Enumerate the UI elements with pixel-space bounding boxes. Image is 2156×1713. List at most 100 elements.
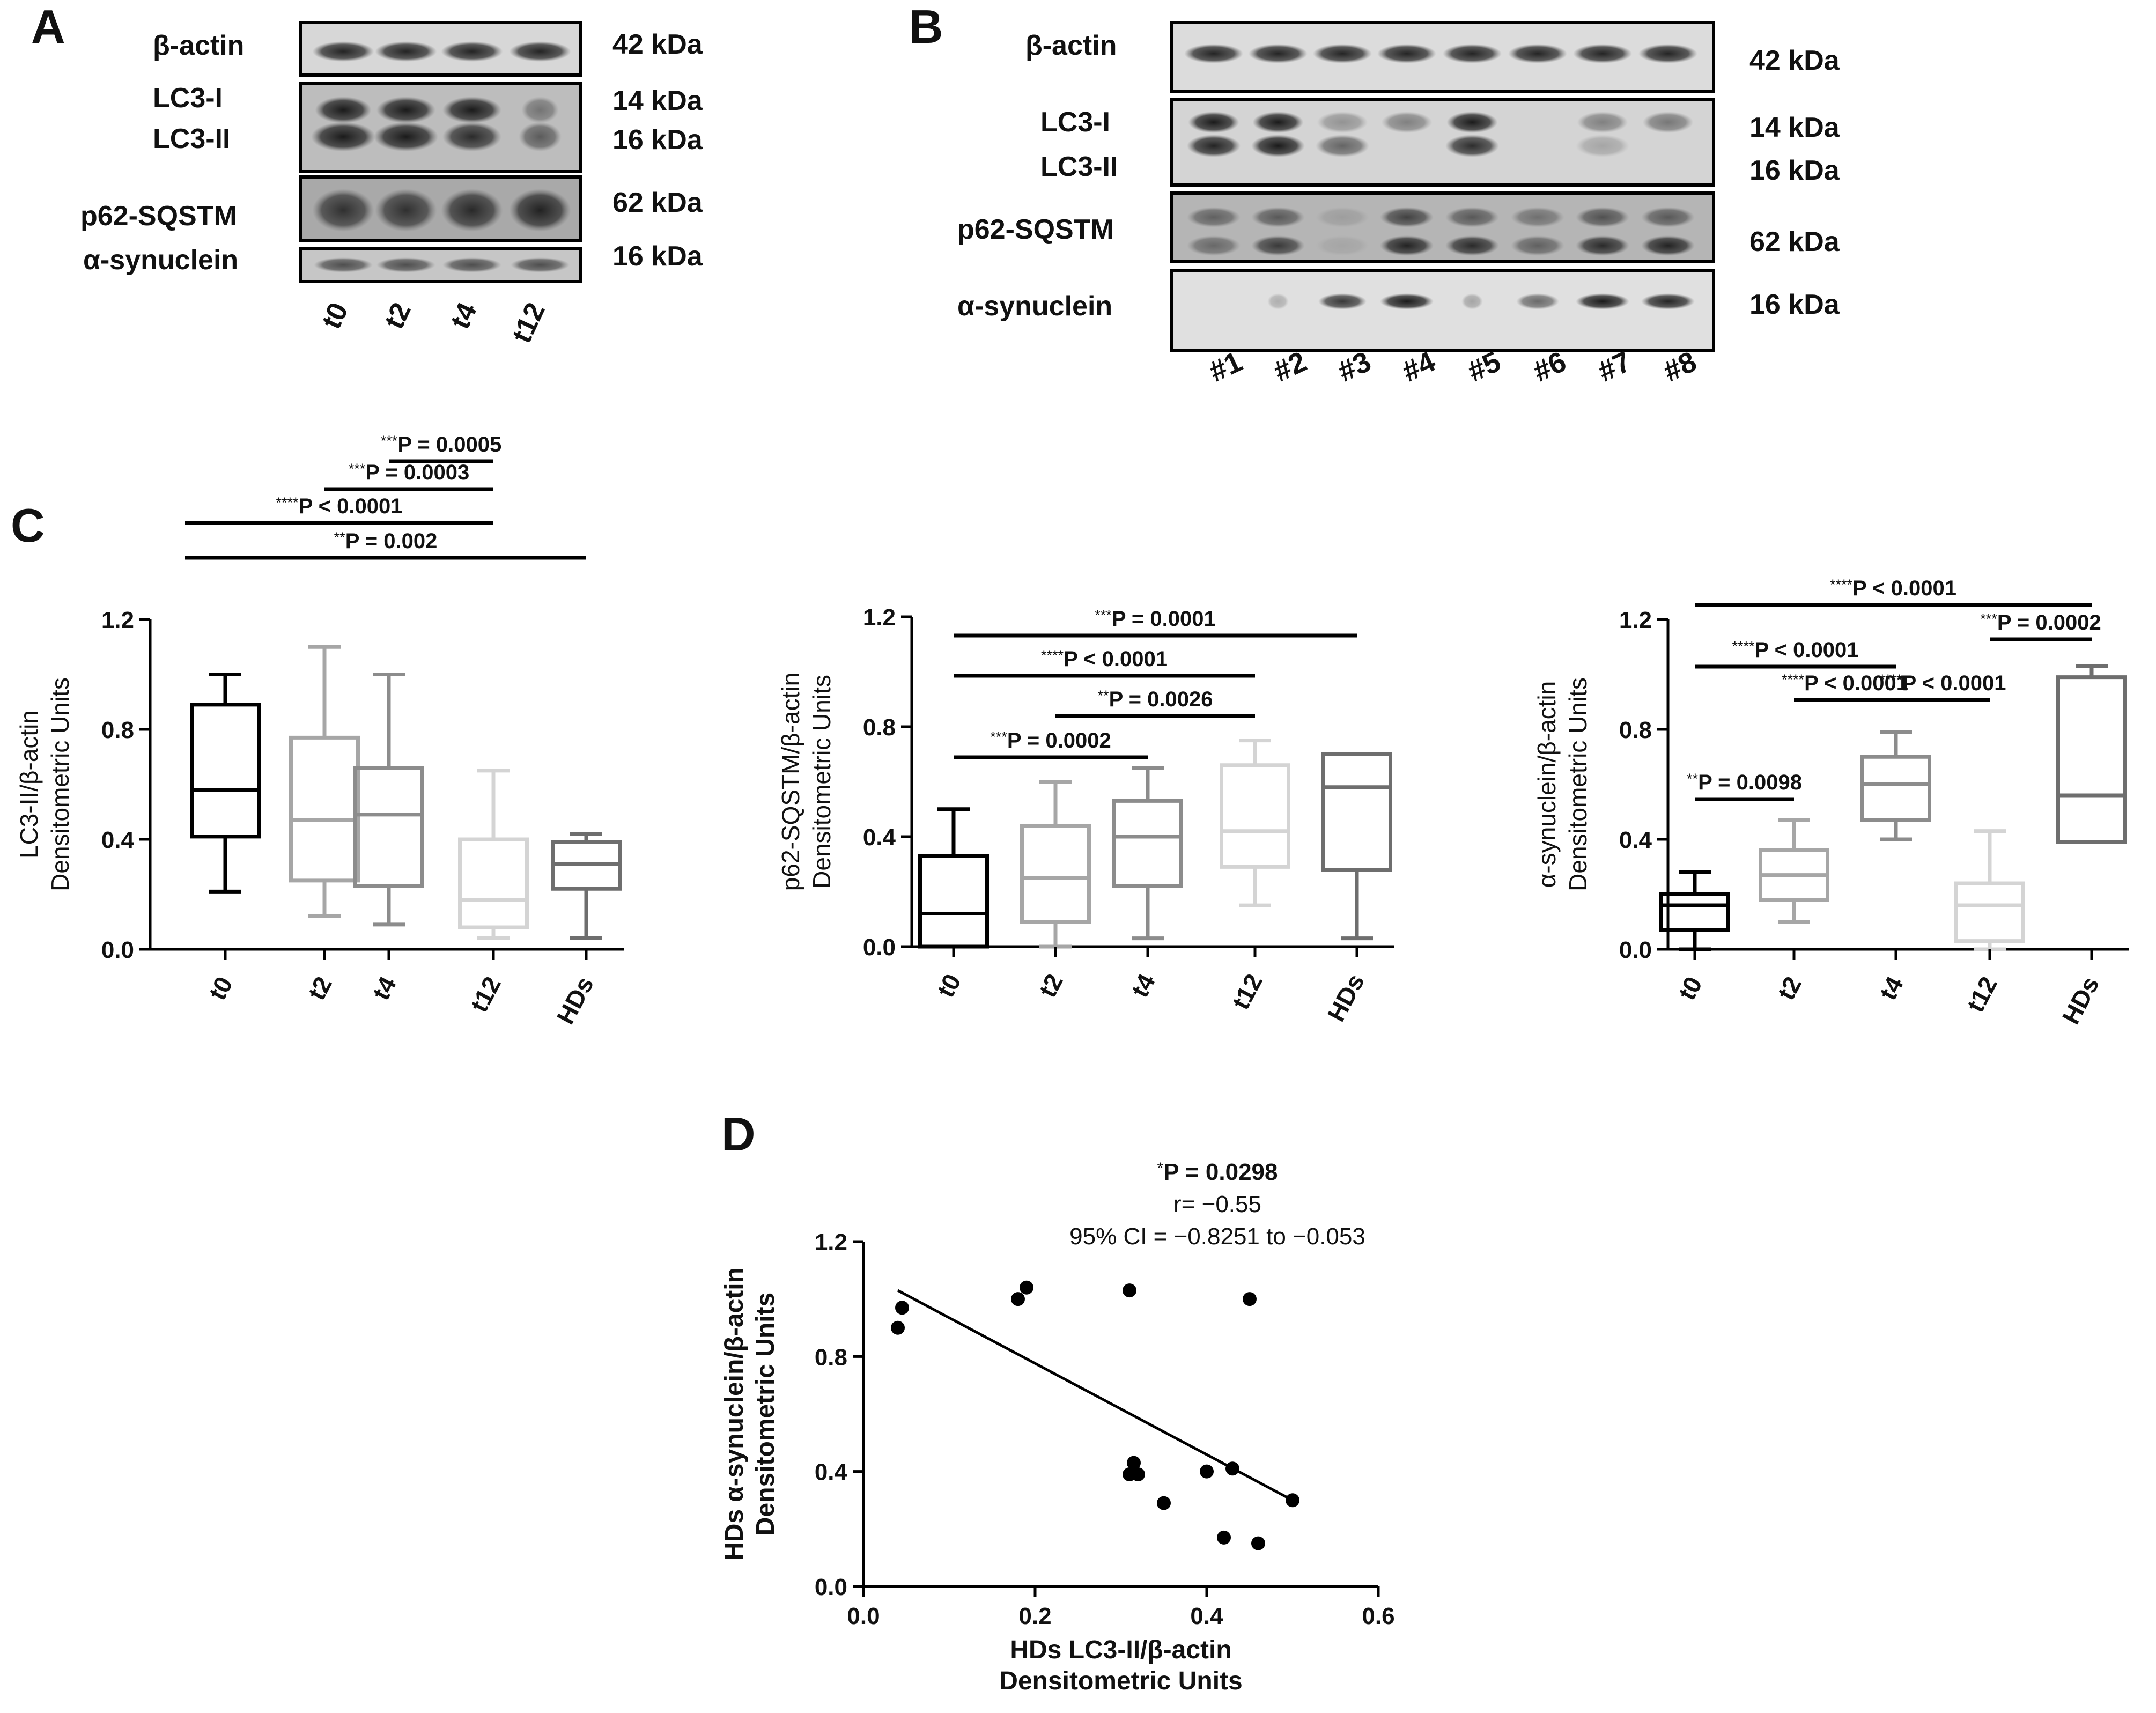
panel-b-band-lc3i: [1381, 112, 1433, 133]
panel-b-letter: B: [909, 0, 943, 53]
y-tick-label: 0.8: [863, 714, 896, 741]
x-tick-label: t0: [203, 972, 238, 1005]
x-tick-label: t12: [465, 972, 506, 1016]
y-axis-label: Densitometric Units: [1564, 677, 1592, 891]
panel-c-letter: C: [11, 499, 45, 552]
panel-a-band-lc3ii: [519, 122, 562, 152]
box-iqr: [1321, 752, 1392, 872]
box-t4: [353, 673, 424, 927]
panel-b-band-p62-upper: [1251, 207, 1305, 227]
significance-label: ***P = 0.0002: [990, 729, 1111, 752]
data-point: [895, 1301, 909, 1315]
y-tick-label: 0.8: [1619, 717, 1652, 743]
box-iqr: [353, 766, 424, 888]
y-axis-label: Densitometric Units: [808, 675, 836, 889]
x-tick-label: t12: [1227, 969, 1268, 1014]
data-point: [1217, 1530, 1231, 1545]
panel-a-protein-label: LC3-II: [153, 123, 230, 154]
y-tick-label: 0.4: [815, 1459, 848, 1486]
significance-label: ****P < 0.0001: [1782, 671, 1908, 695]
significance-label: ****P < 0.0001: [1732, 638, 1859, 662]
data-point: [1127, 1456, 1141, 1470]
data-point: [1157, 1496, 1171, 1510]
y-tick-label: 0.4: [863, 824, 896, 851]
box-iqr: [1220, 763, 1290, 869]
panel-a-band-lc3i: [376, 97, 435, 123]
significance-label: ***P = 0.0001: [1095, 607, 1215, 631]
panel-b-band-p62-upper: [1445, 207, 1499, 227]
panel-a-protein-label: β-actin: [153, 30, 244, 61]
panel-a-band-asyn: [511, 257, 570, 272]
x-tick-label: t2: [1033, 969, 1068, 1002]
y-tick-label: 0.0: [1619, 937, 1652, 963]
box-t2: [1020, 780, 1091, 949]
x-tick-label: HDs: [551, 972, 599, 1029]
significance-label: ***P = 0.0003: [349, 461, 469, 484]
box-iqr: [458, 837, 529, 929]
panel-b-protein-label: p62-SQSTM: [957, 214, 1114, 245]
y-tick-label: 1.2: [1619, 607, 1652, 633]
panel-b-band-asyn: [1641, 293, 1695, 309]
panel-b-band-asyn: [1516, 293, 1559, 309]
y-axis-label: LC3-II/β-actin: [15, 710, 43, 859]
panel-a-kda-label: 42 kDa: [612, 29, 703, 60]
x-tick-label: t0: [1673, 972, 1708, 1005]
panel-a-band-p62: [441, 189, 503, 232]
panel-b-band-asyn: [1461, 293, 1483, 309]
data-point: [1225, 1461, 1239, 1476]
panel-a-band-actin: [375, 41, 437, 62]
box-t4: [1112, 766, 1183, 941]
panel-b-band-p62-upper: [1187, 207, 1241, 227]
significance-label: ****P < 0.0001: [1830, 577, 1956, 600]
panel-b-blot-3: [1170, 269, 1715, 352]
significance-label: ****P < 0.0001: [1041, 647, 1168, 671]
box-iqr: [1112, 799, 1183, 888]
panel-b-band-p62-lower: [1380, 235, 1434, 256]
y-axis-label: HDs α-synuclein/β-actin: [720, 1267, 749, 1561]
panel-b-band-actin: [1443, 44, 1502, 63]
y-axis-label: Densitometric Units: [46, 677, 74, 891]
panel-b-band-lc3i: [1317, 112, 1368, 133]
panel-a-band-p62: [509, 189, 571, 232]
box-t0: [190, 673, 261, 894]
significance-label: ****P < 0.0001: [276, 494, 403, 518]
panel-b-band-p62-lower: [1445, 235, 1499, 256]
panel-b-band-actin: [1638, 44, 1697, 63]
x-tick-label: t0: [932, 969, 966, 1002]
panel-a-band-actin: [509, 41, 571, 62]
box-iqr: [1860, 755, 1931, 822]
panel-a-kda-label: 16 kDa: [612, 124, 703, 156]
panel-b-band-actin: [1508, 44, 1567, 63]
panel-b-band-lc3ii: [1576, 135, 1629, 157]
panel-a-band-lc3i: [315, 97, 372, 123]
x-tick-label: t4: [1126, 969, 1161, 1002]
panel-a-kda-label: 16 kDa: [612, 241, 703, 272]
significance-label: **P = 0.002: [334, 529, 438, 553]
x-axis-label: Densitometric Units: [999, 1667, 1242, 1695]
significance-label: **P = 0.0026: [1098, 688, 1213, 711]
panel-b-band-p62-upper: [1511, 207, 1564, 227]
panel-b-band-actin: [1377, 44, 1436, 63]
data-point: [1131, 1467, 1145, 1482]
panel-a-band-lc3i: [521, 97, 559, 123]
correlation-ci: 95% CI = −0.8251 to −0.053: [1069, 1223, 1365, 1250]
significance-label: ***P = 0.0005: [381, 433, 501, 456]
y-tick-label: 0.0: [815, 1574, 847, 1600]
panel-b-band-p62-upper: [1641, 207, 1695, 227]
x-tick-label: 0.0: [847, 1603, 880, 1629]
data-point: [1011, 1292, 1025, 1306]
panel-a-band-asyn: [442, 257, 501, 272]
panel-b-kda-label: 62 kDa: [1749, 226, 1840, 257]
panel-a-protein-label: p62-SQSTM: [80, 201, 237, 232]
panel-b-protein-label: LC3-I: [1040, 107, 1110, 138]
panel-b-band-lc3i: [1188, 112, 1239, 133]
x-tick-label: t4: [1874, 972, 1909, 1005]
panel-a-band-p62: [312, 189, 374, 232]
panel-b-band-actin: [1249, 44, 1308, 63]
box-iqr: [918, 854, 989, 949]
box-iqr: [1020, 824, 1091, 924]
panel-b-protein-label: α-synuclein: [957, 291, 1112, 322]
data-point: [1200, 1464, 1214, 1479]
x-tick-label: t2: [1772, 972, 1807, 1005]
